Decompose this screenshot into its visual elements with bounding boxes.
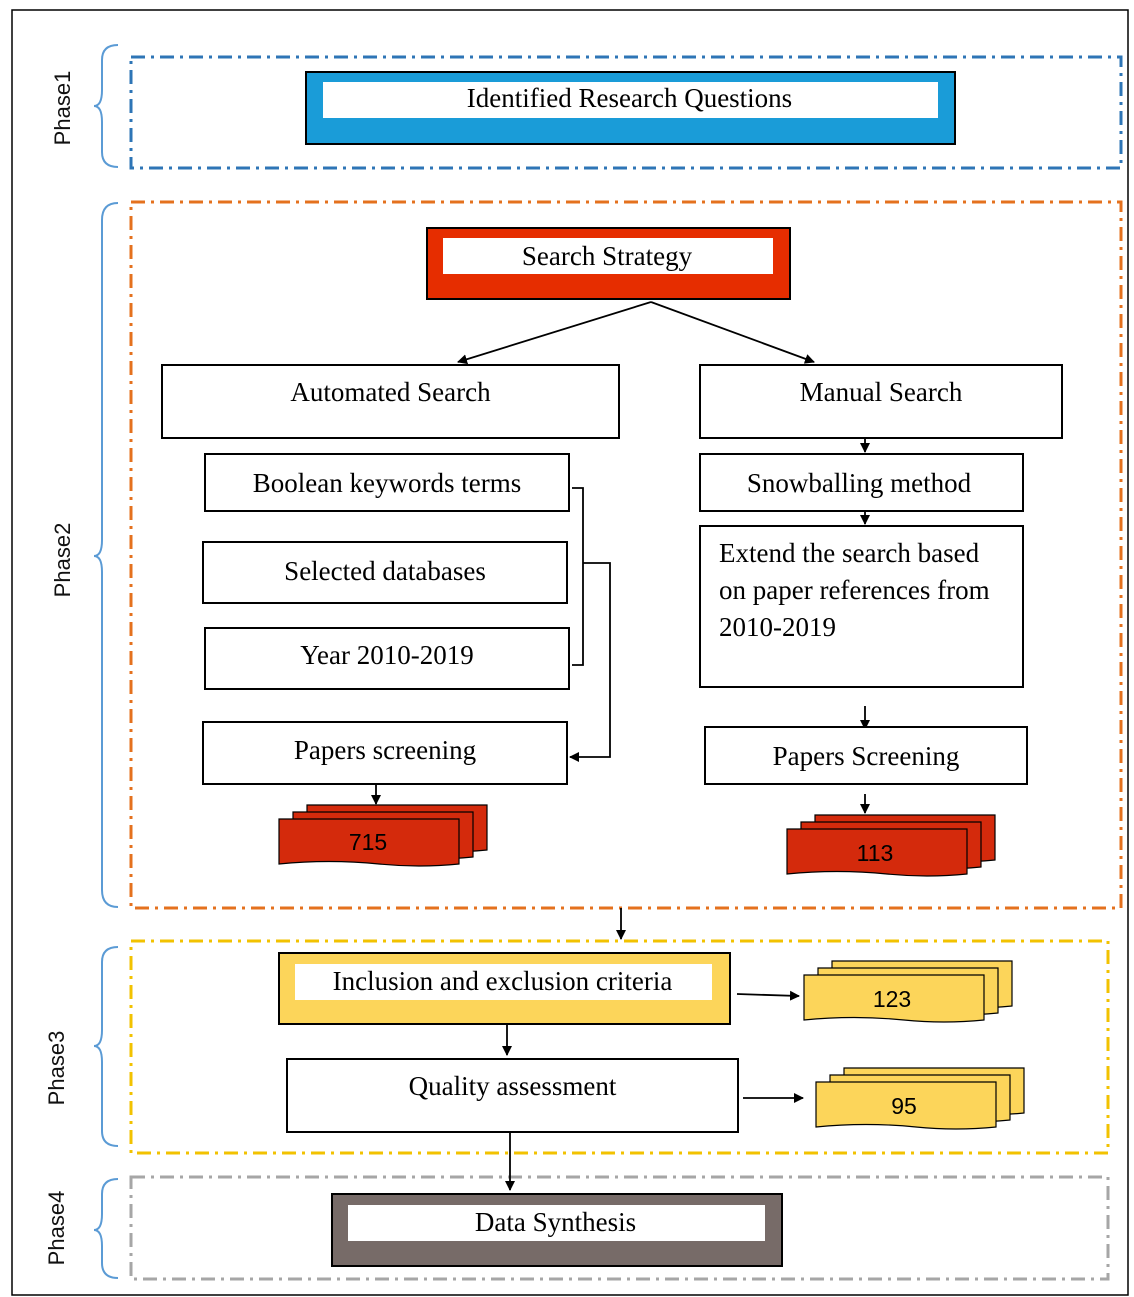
phase2-region	[129, 200, 1123, 910]
extend-search-label: Extend the search based on paper referen…	[719, 538, 990, 642]
doc-stack-123	[803, 960, 1013, 1023]
count-123: 123	[872, 986, 912, 1012]
phase4-label: Phase4	[44, 1190, 69, 1266]
count-113: 113	[856, 840, 894, 866]
boolean-keywords-label: Boolean keywords terms	[252, 468, 522, 498]
search-strategy-box	[426, 227, 791, 300]
doc-stack-715	[278, 804, 488, 867]
phase2-label: Phase2	[50, 522, 75, 598]
quality-assessment-box	[286, 1058, 739, 1133]
phase3-region	[129, 939, 1110, 1155]
phase1-region	[129, 55, 1123, 170]
count-95: 95	[891, 1093, 917, 1119]
arrow-strategy-to-automated	[457, 301, 652, 365]
inclusion-exclusion-box	[278, 952, 731, 1025]
arrow-strategy-to-manual	[650, 301, 815, 364]
search-strategy-label: Search Strategy	[521, 241, 693, 271]
year-range-box	[204, 627, 570, 690]
phase4-region	[129, 1175, 1110, 1281]
papers-screening-manual-box	[704, 726, 1028, 785]
extend-search-box	[699, 525, 1024, 688]
data-synthesis-label: Data Synthesis	[474, 1207, 637, 1237]
connectors	[371, 301, 870, 1191]
phase2-bracket	[93, 202, 119, 908]
papers-screening-auto-box	[202, 721, 568, 785]
criteria-group-bracket	[572, 487, 584, 666]
inclusion-exclusion-label: Inclusion and exclusion criteria	[332, 966, 673, 996]
doc-stack-95	[815, 1067, 1025, 1130]
manual-search-label: Manual Search	[799, 377, 963, 407]
phase1-bracket	[93, 44, 119, 168]
count-715: 715	[348, 829, 388, 855]
arrow-criteria-to-screening	[569, 562, 611, 762]
automated-search-box	[161, 364, 620, 439]
snowballing-box	[699, 453, 1024, 512]
research-questions-label: Identified Research Questions	[466, 83, 793, 113]
doc-stack-113	[786, 814, 996, 877]
quality-assessment-label: Quality assessment	[408, 1071, 617, 1101]
selected-databases-label: Selected databases	[284, 556, 486, 586]
phase3-label: Phase3	[44, 1030, 69, 1106]
papers-screening-auto-label: Papers screening	[293, 735, 477, 765]
data-synthesis-box	[331, 1193, 783, 1267]
boolean-keywords-box	[204, 453, 570, 512]
outer-frame	[11, 9, 1129, 1296]
manual-search-box	[699, 364, 1063, 439]
phase3-bracket	[93, 946, 119, 1147]
snowballing-label: Snowballing method	[746, 468, 972, 498]
research-questions-box	[305, 71, 956, 145]
phase1-label: Phase1	[50, 70, 75, 146]
year-range-label: Year 2010-2019	[300, 640, 474, 670]
selected-databases-box	[202, 541, 568, 604]
phase4-bracket	[93, 1178, 119, 1279]
papers-screening-manual-label: Papers Screening	[772, 741, 960, 771]
automated-search-label: Automated Search	[290, 377, 491, 407]
arrow-inclusion-to-123	[736, 990, 800, 1001]
